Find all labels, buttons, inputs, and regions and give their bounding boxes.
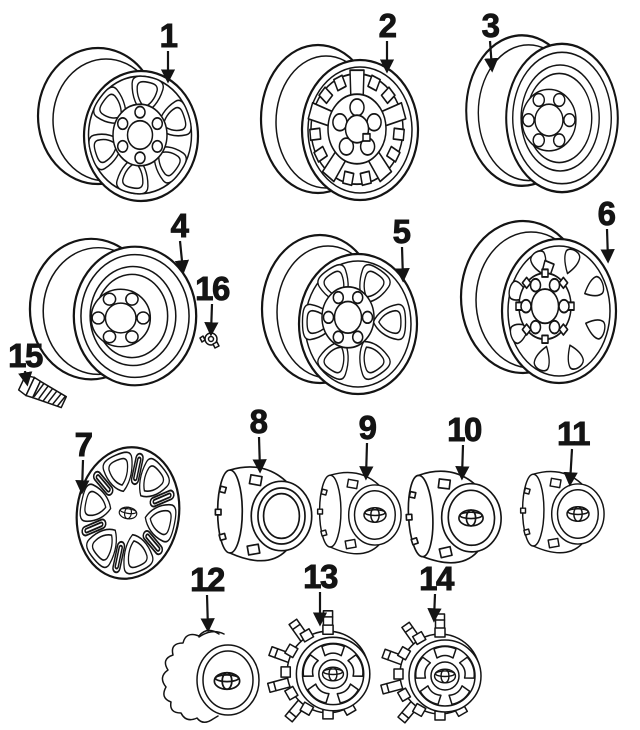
part-number-label: 6 bbox=[598, 195, 616, 232]
part-number-label: 14 bbox=[419, 560, 455, 597]
leader-arrow bbox=[204, 303, 219, 337]
part-number-label: 9 bbox=[359, 409, 377, 446]
leader-arrow bbox=[427, 593, 442, 623]
callout-part-11: 11 bbox=[557, 415, 592, 487]
part-illustration-hub-ornament-10 bbox=[403, 467, 505, 566]
leader-arrow bbox=[252, 436, 267, 474]
callout-part-7: 7 bbox=[74, 426, 94, 495]
leader-arrow bbox=[18, 370, 33, 387]
part-number-label: 11 bbox=[557, 415, 590, 452]
callout-part-2: 2 bbox=[378, 7, 399, 74]
part-illustration-wheel-cover bbox=[75, 446, 181, 580]
part-illustration-six-spoke-wheel bbox=[260, 233, 419, 396]
callout-part-15: 15 bbox=[8, 337, 45, 387]
leader-arrow bbox=[455, 444, 470, 481]
part-number-label: 7 bbox=[75, 426, 92, 463]
callout-part-5: 5 bbox=[392, 213, 413, 283]
part-number-label: 1 bbox=[160, 17, 178, 54]
leader-arrow bbox=[359, 442, 374, 481]
callout-part-9: 9 bbox=[358, 409, 379, 481]
part-number-label: 16 bbox=[195, 270, 230, 307]
part-illustration-hub-ornament-11 bbox=[519, 470, 605, 554]
part-illustration-steel-wheel-4 bbox=[28, 237, 198, 387]
part-number-label: 12 bbox=[190, 561, 225, 598]
part-illustration-steel-wheel-3 bbox=[465, 34, 619, 194]
part-illustration-hub-ornament-8 bbox=[214, 466, 313, 562]
callout-part-1: 1 bbox=[159, 17, 180, 84]
part-illustration-wheel-nut bbox=[199, 332, 220, 349]
leader-arrow bbox=[484, 40, 499, 73]
part-illustration-center-cap-12 bbox=[161, 629, 260, 723]
part-number-label: 5 bbox=[393, 213, 411, 250]
callout-part-3: 3 bbox=[481, 7, 502, 73]
callout-part-16: 16 bbox=[195, 270, 232, 337]
leader-arrow bbox=[75, 459, 90, 495]
callout-part-12: 12 bbox=[190, 561, 227, 633]
part-number-label: 3 bbox=[482, 7, 500, 44]
part-illustration-alloy-wheel bbox=[36, 46, 200, 203]
part-number-label: 8 bbox=[250, 403, 268, 440]
part-illustration-center-cap-13 bbox=[266, 610, 371, 723]
callout-part-4: 4 bbox=[170, 207, 192, 275]
part-illustration-styled-steel-wheel bbox=[259, 43, 420, 202]
part-number-label: 15 bbox=[8, 337, 43, 374]
part-number-label: 13 bbox=[303, 558, 338, 595]
leader-arrow bbox=[600, 228, 615, 264]
leader-arrow bbox=[174, 240, 190, 275]
callout-part-6: 6 bbox=[597, 195, 618, 264]
part-illustration-hub-ornament-9 bbox=[316, 471, 402, 555]
callout-part-13: 13 bbox=[303, 558, 340, 627]
leader-arrow bbox=[395, 246, 410, 283]
part-number-label: 2 bbox=[379, 7, 397, 44]
callouts: 1 2 3 4 5 6 7 8 bbox=[8, 7, 618, 633]
leader-arrow bbox=[200, 594, 215, 633]
part-illustration-vented-steel-wheel bbox=[459, 219, 618, 385]
part-number-label: 4 bbox=[171, 207, 190, 244]
callout-part-8: 8 bbox=[249, 403, 270, 474]
callout-part-10: 10 bbox=[447, 411, 483, 481]
part-number-label: 10 bbox=[447, 411, 481, 448]
part-illustration-center-cap-14 bbox=[380, 613, 482, 724]
leader-arrow bbox=[563, 448, 578, 487]
callout-part-14: 14 bbox=[419, 560, 457, 623]
